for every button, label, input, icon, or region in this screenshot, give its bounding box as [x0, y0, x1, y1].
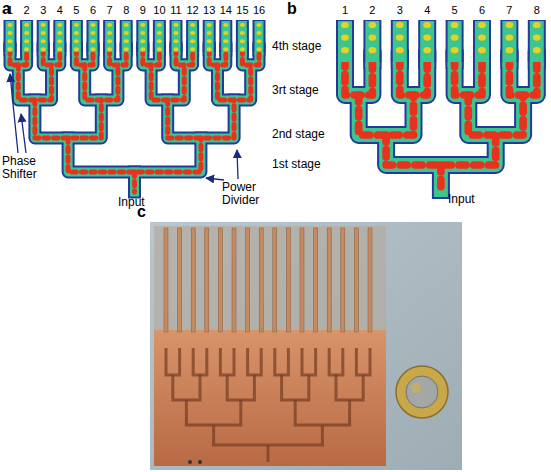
port-number: 4 — [57, 4, 63, 16]
port-number: 10 — [153, 4, 165, 16]
port-number: 12 — [186, 4, 198, 16]
port-number: 8 — [123, 4, 129, 16]
port-number: 5 — [73, 4, 79, 16]
port-number: 11 — [170, 4, 181, 16]
port-number: 5 — [452, 4, 458, 16]
leader-arrows — [10, 74, 238, 180]
annotation-label: 4th stage — [272, 40, 321, 53]
port-number: 1 — [7, 4, 13, 16]
port-number: 13 — [203, 4, 215, 16]
port-number: 3 — [40, 4, 46, 16]
port-number: 6 — [90, 4, 96, 16]
port-number: 3 — [397, 4, 403, 16]
annotation-label: Input — [448, 193, 475, 206]
port-number: 7 — [506, 4, 512, 16]
port-number: 2 — [369, 4, 375, 16]
prototype-photo — [150, 222, 462, 470]
field-plot-b — [336, 20, 546, 190]
annotation-label: Phase Shifter — [2, 155, 64, 181]
port-number: 14 — [220, 4, 232, 16]
port-number: 9 — [140, 4, 146, 16]
port-number: 15 — [236, 4, 248, 16]
annotation-label: 1st stage — [272, 158, 321, 171]
port-number: 16 — [253, 4, 265, 16]
port-number: 1 — [342, 4, 348, 16]
panel-letter: b — [287, 0, 297, 18]
port-number: 6 — [479, 4, 485, 16]
port-number: 7 — [107, 4, 113, 16]
port-number: 2 — [24, 4, 30, 16]
port-number: 4 — [424, 4, 430, 16]
annotation-label: 3rt stage — [272, 84, 319, 97]
annotation-label: Power Divider — [222, 181, 274, 207]
annotation-label: 2nd stage — [272, 128, 325, 141]
port-number: 8 — [534, 4, 540, 16]
panel-letter: c — [137, 203, 146, 221]
field-plot-a — [4, 20, 266, 192]
